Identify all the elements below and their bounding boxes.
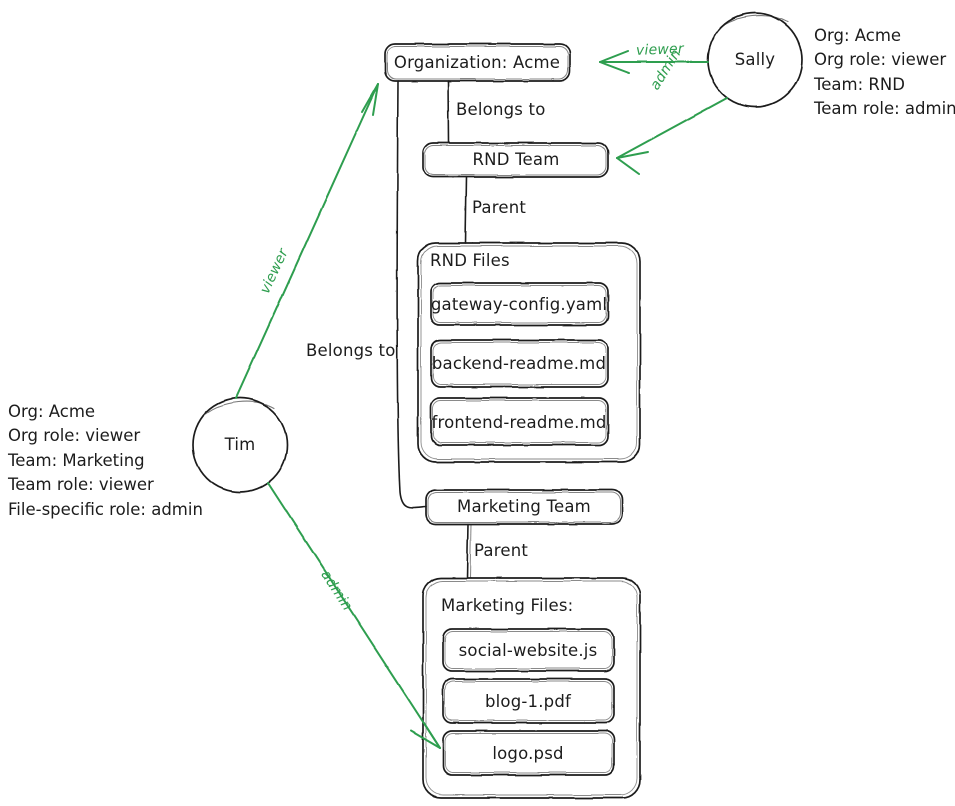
tim-annotation-line: Org role: viewer xyxy=(8,426,141,446)
rnd-file-box[interactable] xyxy=(430,397,609,446)
edge-sally-organization xyxy=(599,50,709,74)
rnd-file-box[interactable] xyxy=(430,339,609,388)
edge-marketing-team-files-2 xyxy=(469,523,472,579)
sally-node-label: Sally xyxy=(734,49,776,69)
marketing-file-box[interactable] xyxy=(442,730,615,776)
sally-annotation-block: Org: Acme Org role: viewer Team: RND Tea… xyxy=(814,24,955,122)
marketing-file-box[interactable] xyxy=(442,678,615,724)
edge-org-marketing-team xyxy=(396,80,427,509)
sally-annotation-line: Org role: viewer xyxy=(814,50,947,70)
edge-rnd-team-files xyxy=(464,176,467,244)
marketing-file-label-logo-psd: logo.psd xyxy=(492,743,564,763)
rnd-file-label-frontend-readme-md: frontend-readme.md xyxy=(431,412,607,432)
sally-node-shape[interactable] xyxy=(707,12,803,108)
tim-node-label: Tim xyxy=(224,434,256,454)
tim-annotation-line: Team: Marketing xyxy=(8,450,145,470)
organization-node-shape[interactable] xyxy=(384,43,571,82)
rnd-team-node-shape[interactable] xyxy=(422,142,609,178)
rnd-file-label-backend-readme-md: backend-readme.md xyxy=(431,353,607,373)
rnd-team-node-label: RND Team xyxy=(472,149,560,169)
tim-annotation-line: File-specific role: admin xyxy=(8,499,203,519)
edge-label-parent-rnd: Parent xyxy=(472,198,527,217)
rnd-files-group-label: RND Files xyxy=(430,251,510,270)
tim-node-shape[interactable] xyxy=(192,397,288,493)
rnd-file-label-gateway-config-yaml: gateway-config.yaml xyxy=(430,294,608,314)
edge-label-belongs-to-rnd: Belongs to xyxy=(456,100,546,119)
marketing-team-node-label: Marketing Team xyxy=(457,496,591,516)
marketing-file-box[interactable] xyxy=(442,628,615,672)
tim-annotation-line: Team role: viewer xyxy=(8,475,154,495)
sally-annotation-line: Org: Acme xyxy=(814,26,902,45)
marketing-file-label-blog-1-pdf: blog-1.pdf xyxy=(484,691,572,711)
rnd-file-box[interactable] xyxy=(430,282,609,326)
sally-annotation-line: Team: RND xyxy=(814,74,905,94)
edge-tim-logo-psd xyxy=(267,482,441,749)
edge-marketing-team-files xyxy=(466,523,469,579)
organization-node-label: Organization: Acme xyxy=(393,52,561,72)
edge-sally-rnd-team xyxy=(616,97,728,175)
marketing-file-label-social-website-js: social-website.js xyxy=(458,640,598,660)
tim-annotation-line: Org: Acme xyxy=(8,402,96,421)
edge-tim-organization xyxy=(235,83,379,399)
rnd-files-group-shape[interactable] xyxy=(417,242,641,463)
edge-label-parent-marketing: Parent xyxy=(474,541,529,560)
sally-annotation-line: Team role: admin xyxy=(814,99,955,119)
marketing-files-group-label: Marketing Files: xyxy=(441,596,574,615)
edge-label-belongs-to-marketing: Belongs to xyxy=(306,341,396,360)
tim-annotation-block: Org: Acme Org role: viewer Team: Marketi… xyxy=(8,400,203,522)
marketing-files-group-shape[interactable] xyxy=(422,577,641,799)
edge-org-rnd-team xyxy=(447,80,450,144)
